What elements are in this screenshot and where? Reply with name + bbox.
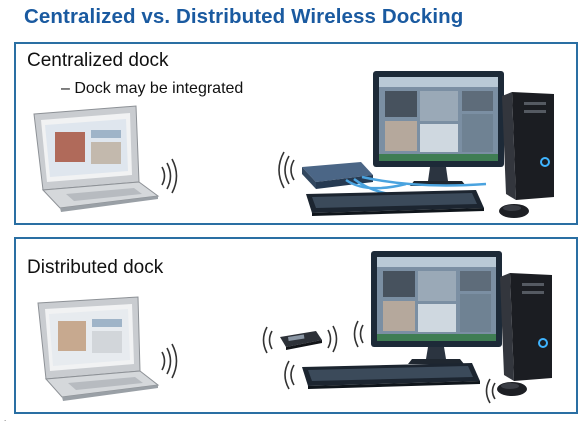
wireless-signal-icon (161, 158, 178, 194)
laptop-icon (37, 296, 160, 401)
wireless-signal-icon (485, 378, 496, 404)
pc-tower-icon (500, 273, 552, 381)
pc-tower-icon (502, 92, 554, 200)
centralized-dock-panel: Centralized dock – Dock may be integrate… (14, 42, 578, 225)
mouse-icon (497, 382, 527, 396)
distributed-dock-heading: Distributed dock (27, 257, 164, 278)
distributed-dock-panel: Distributed dock (14, 237, 578, 414)
keyboard-icon (306, 190, 484, 216)
wireless-signal-icon (353, 320, 364, 348)
wireless-signal-icon (262, 325, 338, 354)
monitor-icon (371, 251, 502, 364)
mouse-icon (499, 204, 529, 218)
wireless-signal-icon (161, 343, 178, 379)
centralized-dock-scene (33, 71, 554, 218)
footer-mark: . (4, 414, 7, 423)
keyboard-icon (302, 363, 480, 389)
slide-title: Centralized vs. Distributed Wireless Doc… (24, 5, 464, 28)
centralized-dock-bullet: – Dock may be integrated (61, 80, 244, 97)
wireless-signal-icon (278, 151, 295, 189)
dock-station-icon (302, 162, 373, 189)
wireless-signal-icon (284, 360, 295, 390)
distributed-dock-scene (37, 251, 552, 404)
wireless-adapter-icon (280, 331, 322, 350)
centralized-dock-heading: Centralized dock (27, 50, 169, 71)
laptop-icon (33, 105, 160, 212)
monitor-icon (373, 71, 504, 186)
